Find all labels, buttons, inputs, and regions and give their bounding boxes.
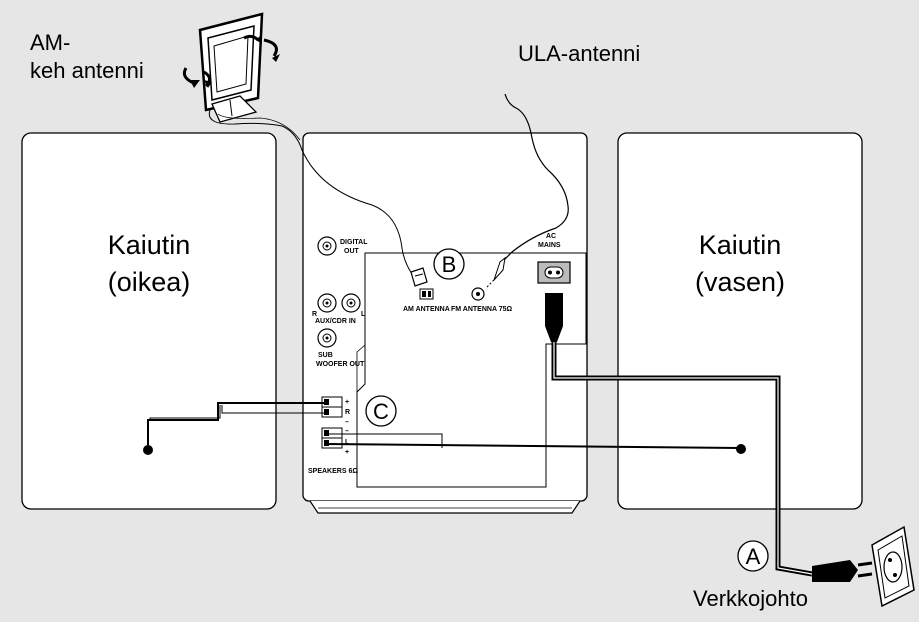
am-antenna-label-line1: AM- <box>30 30 70 55</box>
ac-mains-label-2: MAINS <box>538 242 561 249</box>
fm-antenna-label: ULA-antenni <box>518 41 640 66</box>
fm-antenna-terminal-label: FM ANTENNA 75Ω <box>451 306 512 313</box>
marker-c: C <box>365 395 397 427</box>
speaker-right-label-line2: (oikea) <box>108 267 191 297</box>
speaker-right-label-line1: Kaiutin <box>108 230 191 260</box>
mains-wall-plug <box>812 560 873 582</box>
aux-cdr-l-jack <box>341 293 361 313</box>
term-minus-r: – <box>345 419 349 426</box>
speaker-left-label-line1: Kaiutin <box>699 230 782 260</box>
am-antenna-lead <box>208 109 419 283</box>
mains-cord-label: Verkkojohto <box>693 586 808 611</box>
am-antenna-terminal <box>419 288 434 300</box>
svg-text:B: B <box>442 252 457 277</box>
sub-woofer-label-2: WOOFER OUT <box>316 361 365 368</box>
am-antenna-connector <box>410 267 428 287</box>
fm-antenna-lead <box>499 93 569 265</box>
marker-a: A <box>737 540 769 572</box>
ac-mains-socket <box>537 261 571 284</box>
aux-cdr-in-label: AUX/CDR IN <box>315 318 356 325</box>
speaker-left-box <box>617 132 863 510</box>
digital-out-jack <box>317 236 337 256</box>
speakers-label: SPEAKERS 6Ω <box>308 468 358 475</box>
svg-text:C: C <box>373 399 389 424</box>
speaker-wire-left <box>324 433 741 449</box>
mains-plug-unit <box>545 293 563 342</box>
connector-panel <box>356 252 587 488</box>
speaker-right-terminal-dot <box>143 445 153 455</box>
ac-mains-label-1: AC <box>546 233 556 240</box>
sub-woofer-label-1: SUB <box>318 352 333 359</box>
digital-out-label-2: OUT <box>344 248 360 255</box>
am-loop-antenna <box>198 12 264 123</box>
term-plus-top: + <box>345 399 349 406</box>
sub-woofer-jack <box>317 328 337 348</box>
speaker-left-label-line2: (vasen) <box>695 267 785 297</box>
term-l: L <box>345 439 350 446</box>
speaker-left-terminal-dot <box>736 444 746 454</box>
speaker-wire-right <box>147 402 325 450</box>
am-antenna-label-line2: keh antenni <box>30 58 144 83</box>
digital-out-label-1: DIGITAL <box>340 239 368 246</box>
marker-b: B <box>433 248 465 280</box>
fm-antenna-terminal <box>471 287 485 301</box>
aux-r-label: R <box>312 311 317 318</box>
term-plus-bottom: + <box>345 449 349 456</box>
wall-outlet <box>871 525 915 608</box>
svg-text:A: A <box>746 544 761 569</box>
aux-l-label: L <box>361 311 366 318</box>
term-minus-l: – <box>345 428 349 435</box>
speaker-right-box <box>21 132 277 510</box>
term-r: R <box>345 409 350 416</box>
aux-cdr-r-jack <box>317 293 337 313</box>
am-antenna-terminal-label: AM ANTENNA <box>403 306 450 313</box>
